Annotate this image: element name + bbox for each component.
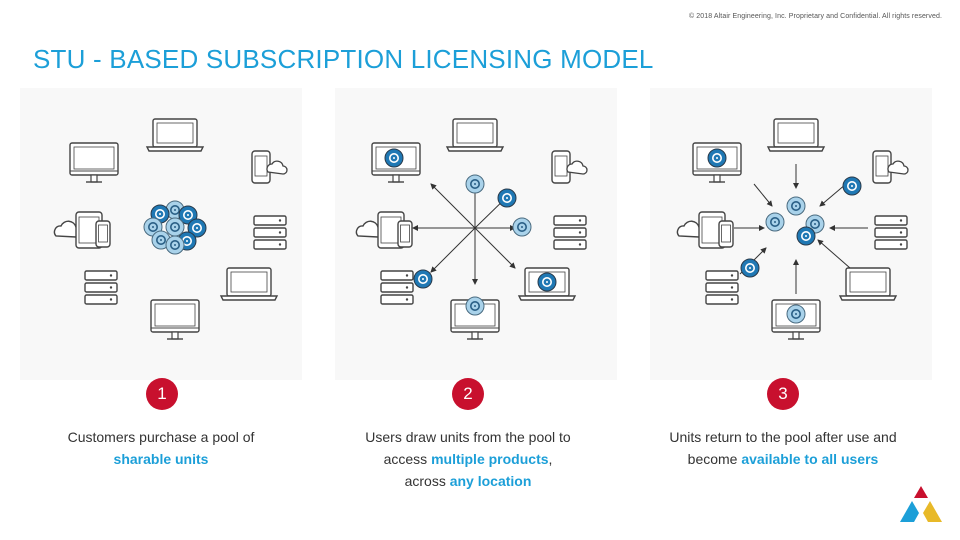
caption-text: across [404,473,450,489]
step-caption-3: Units return to the pool after use and b… [642,426,924,470]
step-caption-1: Customers purchase a pool of sharable un… [20,426,302,470]
phone-cloud-icon [251,150,288,184]
caption-text: become [687,451,742,467]
caption-line: Users draw units from the pool to [365,429,571,445]
caption-line: Units return to the pool after use and [669,429,897,445]
caption-text: access [383,451,432,467]
caption-highlight: available to all users [741,451,879,467]
caption-highlight: any location [449,473,532,489]
step-caption-2: Users draw units from the pool to access… [327,426,609,492]
panel-pool [20,88,302,380]
logo-icon [900,486,942,522]
draw-illustration [355,118,588,340]
copyright-text: © 2018 Altair Engineering, Inc. Propriet… [688,13,942,20]
caption-highlight: multiple products [431,451,549,467]
caption-text: , [548,451,553,467]
step-badge-2: 2 [452,378,484,410]
monitor-icon [69,142,119,183]
page-title: STU - BASED SUBSCRIPTION LICENSING MODEL [33,44,654,74]
tablet-cloud-icon [53,211,111,249]
return-illustration [676,118,909,340]
pool-illustration [53,118,288,340]
step-badge-1: 1 [146,378,178,410]
laptop-icon [146,118,204,152]
panel-draw [335,88,617,380]
caption-line: Customers purchase a pool of [67,429,255,445]
server-icon [84,270,118,305]
caption-highlight: sharable units [113,451,209,467]
step-badge-3: 3 [767,378,799,410]
laptop-icon [220,267,278,301]
monitor-icon [150,299,200,340]
server-icon [253,215,287,250]
unit-pool [143,200,207,255]
panel-return [650,88,932,380]
